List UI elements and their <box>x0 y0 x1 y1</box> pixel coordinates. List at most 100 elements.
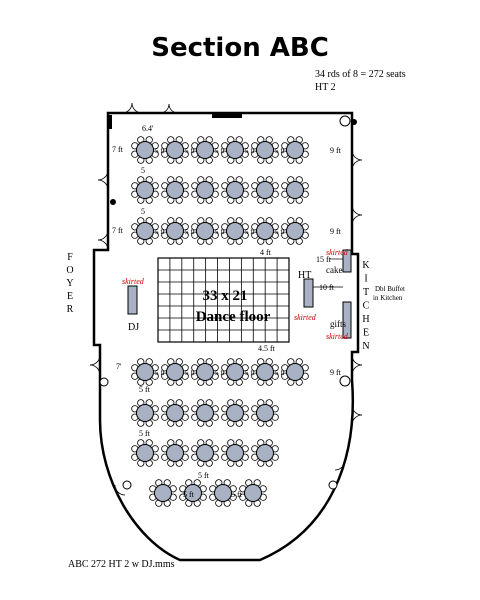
dim-between-tables: 5 ft <box>185 228 195 236</box>
table-top <box>184 484 202 502</box>
dim-between-tables: 5 ft <box>185 369 195 377</box>
vertical-letter: O <box>66 265 73 276</box>
ht-dim-15: 15 ft <box>316 255 332 264</box>
round-table <box>221 399 249 427</box>
round-table <box>239 479 267 507</box>
dim-between-tables: 5 ft <box>215 147 225 155</box>
page-title: Section ABC <box>151 33 329 63</box>
column <box>339 115 351 127</box>
round-table <box>191 217 219 245</box>
dim-between-tables: 5 ft <box>275 228 285 236</box>
table-top <box>256 141 274 159</box>
table-top <box>286 181 304 199</box>
vertical-letter: K <box>362 260 370 271</box>
table-top <box>226 222 244 240</box>
gifts-table <box>342 301 352 339</box>
dim-top: 6.4' <box>142 124 154 133</box>
dim-floor-top: 4 ft <box>260 248 272 257</box>
column <box>328 480 338 490</box>
round-table <box>161 358 189 386</box>
table-top <box>256 222 274 240</box>
dim-between-tables: 5 ft <box>155 369 165 377</box>
table-top <box>226 363 244 381</box>
column <box>339 375 351 387</box>
table-top <box>226 141 244 159</box>
round-table <box>161 136 189 164</box>
dim-right-9: 9 ft <box>330 146 342 155</box>
table-top <box>136 141 154 159</box>
table-top <box>286 222 304 240</box>
table-top <box>256 404 274 422</box>
vertical-letter: E <box>67 291 73 302</box>
round-table <box>131 217 159 245</box>
gifts-label: gifts <box>330 319 346 329</box>
round-table <box>149 479 177 507</box>
file-name: ABC 272 HT 2 w DJ.mms <box>68 559 175 570</box>
dbl-buffet-label-line2: in Kitchen <box>373 294 403 302</box>
head-table <box>303 278 314 308</box>
dim-vert-5: 5 ft <box>198 471 210 480</box>
table-top <box>166 222 184 240</box>
table-top <box>196 363 214 381</box>
table-top <box>214 484 232 502</box>
table-top <box>256 363 274 381</box>
dim-left-7: 7' <box>116 362 122 371</box>
round-table <box>221 217 249 245</box>
dim-between-tables: 5 ft <box>275 147 285 155</box>
vertical-letter: I <box>364 274 367 285</box>
vertical-letter: F <box>67 252 73 263</box>
round-table <box>221 176 249 204</box>
round-table <box>281 358 309 386</box>
cake-skirted-label: skirted <box>326 248 349 257</box>
table-top <box>166 444 184 462</box>
ht-dim-10: 10 ft <box>319 283 335 292</box>
vertical-letter: C <box>363 301 370 312</box>
dim-between-tables: 5 ft <box>275 369 285 377</box>
table-top <box>196 222 214 240</box>
table-top <box>136 181 154 199</box>
table-top <box>256 444 274 462</box>
round-table <box>221 358 249 386</box>
round-table <box>161 439 189 467</box>
table-top <box>196 404 214 422</box>
round-table <box>131 136 159 164</box>
dim-vert-5: 5 <box>141 207 145 216</box>
head-table-code: HT 2 <box>315 82 336 93</box>
table-top <box>196 181 214 199</box>
round-table <box>191 176 219 204</box>
seating-summary: 34 rds of 8 = 272 seats <box>315 69 406 80</box>
table-top <box>196 141 214 159</box>
vertical-letter: T <box>363 287 369 298</box>
round-table <box>251 399 279 427</box>
round-table <box>251 439 279 467</box>
round-table <box>131 176 159 204</box>
round-table <box>281 217 309 245</box>
table-top <box>226 404 244 422</box>
tables-layer <box>131 136 309 507</box>
round-table <box>191 399 219 427</box>
round-table <box>251 217 279 245</box>
dj-skirted-label: skirted <box>122 277 145 286</box>
dim-between-tables: 5 ft <box>155 228 165 236</box>
round-table <box>191 439 219 467</box>
wall-panel <box>212 113 242 118</box>
round-table <box>251 176 279 204</box>
wall-panel <box>107 115 112 129</box>
dim-between-tables: 5 ft <box>185 147 195 155</box>
vertical-letter: N <box>362 341 369 352</box>
vertical-letter: Y <box>66 278 73 289</box>
dim-vert-5: 5 <box>141 166 145 175</box>
round-table <box>161 399 189 427</box>
dim-vert-5: 5 ft <box>139 385 151 394</box>
table-top <box>136 404 154 422</box>
room-wall <box>92 111 360 562</box>
round-table <box>191 136 219 164</box>
table-top <box>166 181 184 199</box>
dim-left-7: 7 ft <box>112 226 124 235</box>
round-table <box>221 439 249 467</box>
dbl-buffet-label-line1: Dbl Buffet <box>375 285 405 293</box>
